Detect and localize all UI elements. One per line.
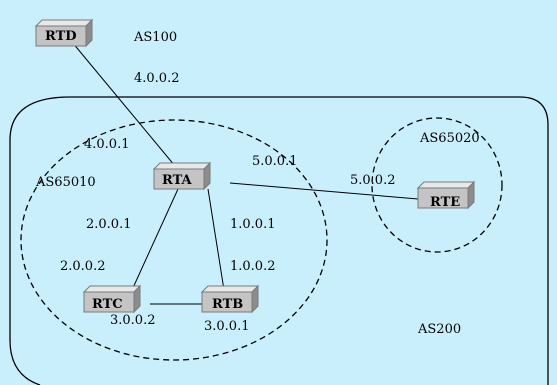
address-rtd-side: 4.0.0.2 xyxy=(134,71,180,86)
router-rtb-label: RTB xyxy=(212,297,244,312)
address-rta-to-rtc: 2.0.0.1 xyxy=(86,217,132,232)
address-rte-side: 5.0.0.2 xyxy=(350,173,396,188)
router-rtc-label: RTC xyxy=(92,297,123,312)
address-rta-to-rtd: 4.0.0.1 xyxy=(84,137,130,152)
address-rtc-to-rtb: 3.0.0.2 xyxy=(110,313,156,328)
router-rte-label: RTE xyxy=(430,195,461,210)
link-rta-rtb xyxy=(207,188,225,291)
as200-label: AS200 xyxy=(418,322,462,337)
as65010-boundary xyxy=(20,119,328,361)
link-rtd-rta xyxy=(71,41,181,173)
as65020-label: AS65020 xyxy=(420,131,480,146)
address-rta-to-rte: 5.0.0.1 xyxy=(252,154,298,169)
as100-label: AS100 xyxy=(134,30,178,45)
as200-boundary xyxy=(9,96,549,385)
as65020-boundary xyxy=(371,117,503,253)
router-rta-label: RTA xyxy=(162,173,192,188)
address-rtb-to-rta: 1.0.0.2 xyxy=(230,259,276,274)
address-rtb-to-rtc: 3.0.0.1 xyxy=(204,319,250,334)
address-rtc-to-rta: 2.0.0.2 xyxy=(60,259,106,274)
router-rtd-label: RTD xyxy=(45,29,77,44)
link-rta-rtc xyxy=(131,188,179,291)
address-rta-to-rtb: 1.0.0.1 xyxy=(230,217,276,232)
as65010-label: AS65010 xyxy=(36,175,96,190)
link-rta-rte xyxy=(229,182,431,201)
